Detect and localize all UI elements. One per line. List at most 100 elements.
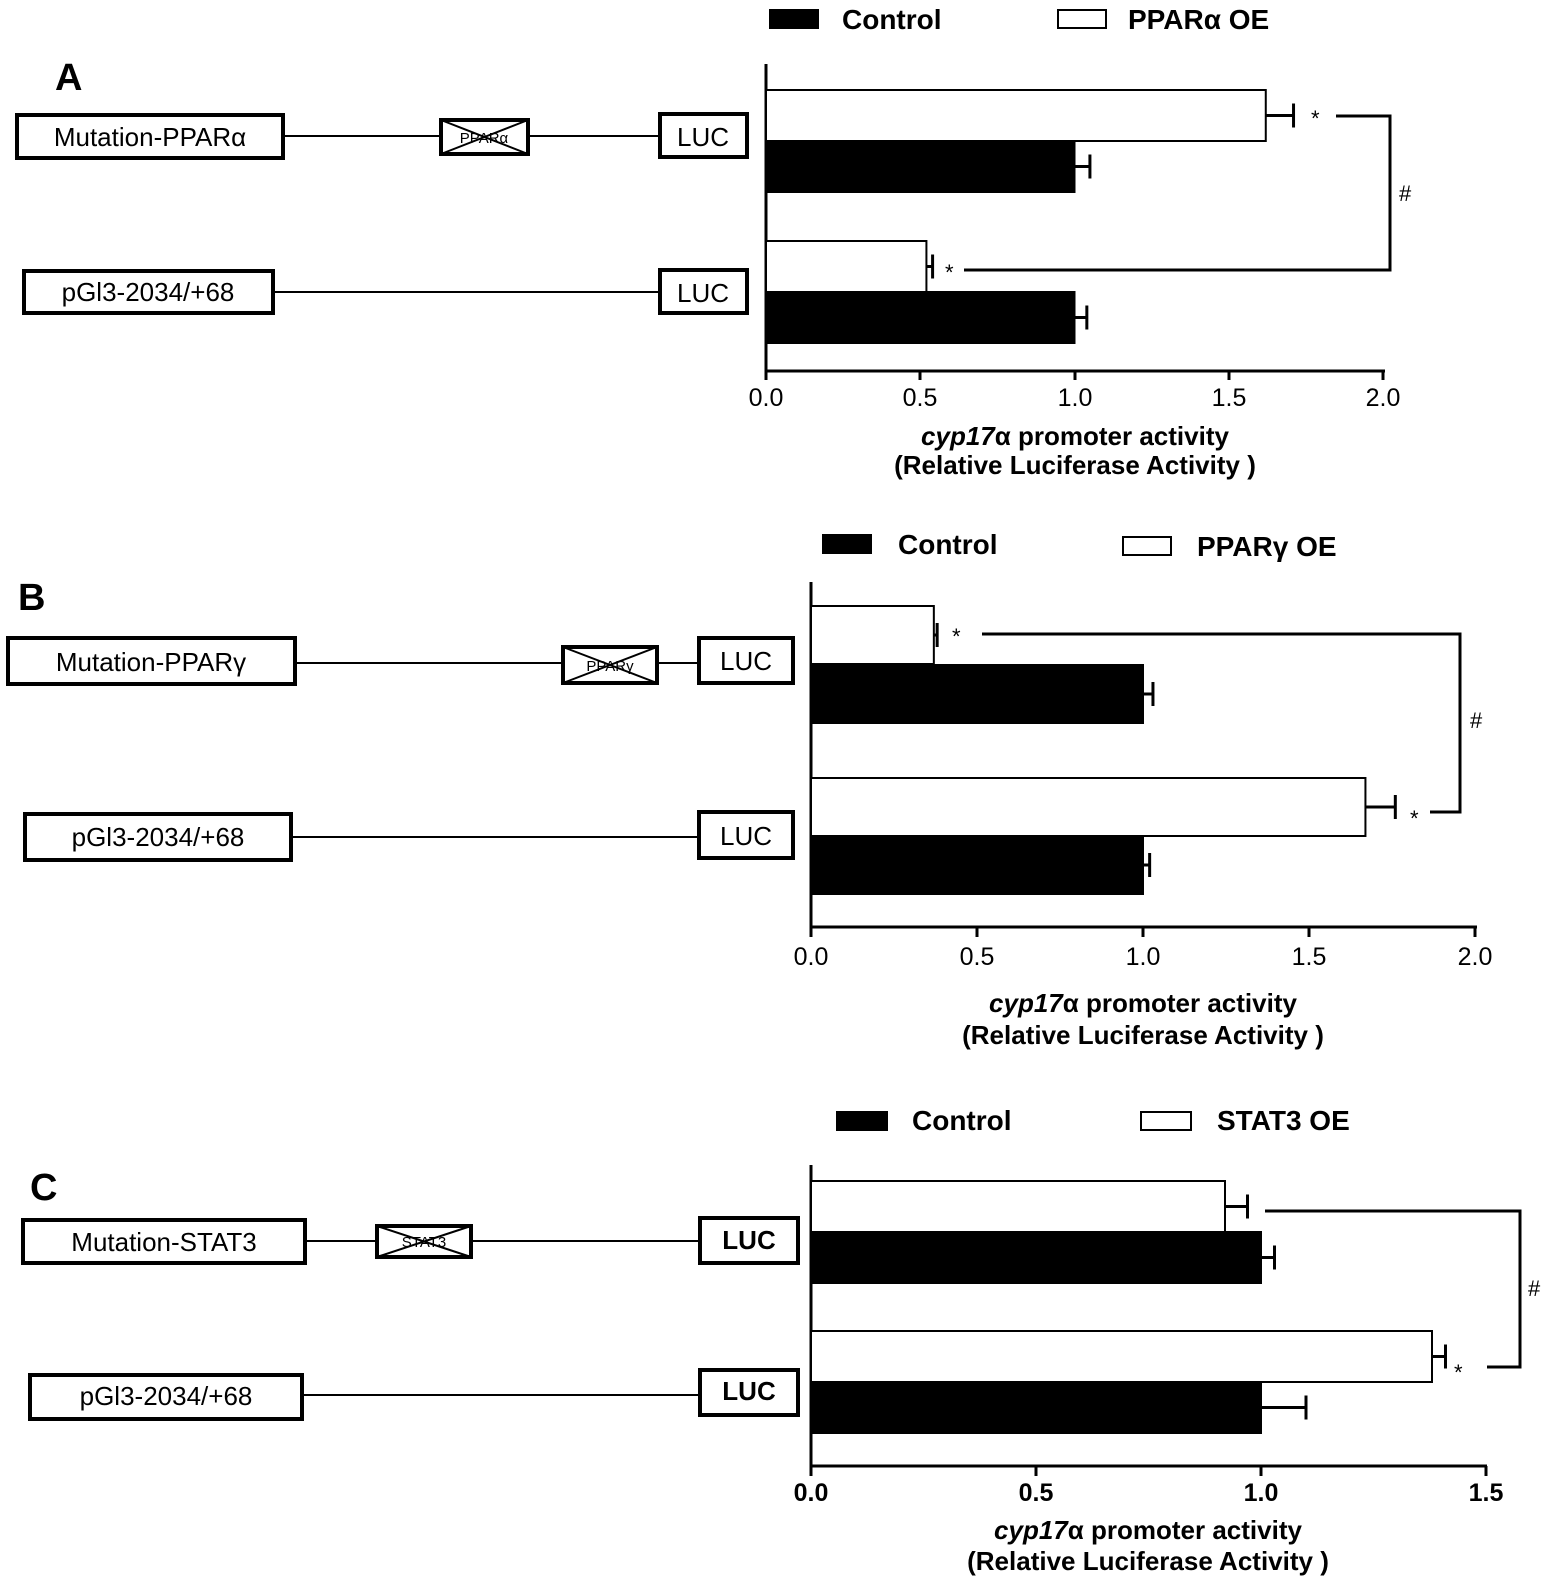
panel-b: B Control PPARγ OE Mutation-PPARγ PPARγ … bbox=[6, 529, 1493, 1050]
bar-oe bbox=[810, 777, 1367, 837]
luc-box bbox=[658, 112, 749, 159]
legend-swatch-control bbox=[822, 534, 872, 554]
x-axis-title-line2: (Relative Luciferase Activity ) bbox=[967, 1546, 1329, 1576]
panel-c: C Control STAT3 OE Mutation-STAT3 STAT3 … bbox=[21, 1105, 1541, 1576]
x-axis-title-rest: α promoter activity bbox=[1063, 988, 1298, 1018]
significance-star: * bbox=[1454, 1360, 1463, 1385]
construct-name-label: Mutation-PPARα bbox=[54, 122, 246, 152]
construct-wildtype: pGl3-2034/+68 LUC bbox=[28, 1368, 800, 1421]
construct-mutation: Mutation-PPARα PPARα LUC bbox=[15, 112, 749, 160]
bar-control bbox=[765, 291, 1076, 344]
x-axis-title-italic: cyp17 bbox=[989, 988, 1064, 1018]
legend-swatch-oe bbox=[1122, 536, 1172, 556]
x-tick-label: 0.5 bbox=[960, 943, 995, 971]
bar-control bbox=[810, 1231, 1262, 1284]
bar-oe bbox=[810, 1330, 1433, 1383]
bar-chart-a: 0.0 0.5 1.0 1.5 2.0 cyp17α promoter acti… bbox=[749, 64, 1412, 480]
construct-name-label: pGl3-2034/+68 bbox=[80, 1381, 253, 1411]
x-axis-title-italic: cyp17 bbox=[921, 421, 996, 451]
x-tick-label: 0.5 bbox=[1019, 1479, 1054, 1507]
luc-box bbox=[697, 636, 795, 685]
bar-oe bbox=[765, 89, 1267, 142]
luc-box bbox=[698, 1368, 800, 1417]
luc-label: LUC bbox=[677, 278, 729, 308]
luc-label: LUC bbox=[720, 646, 772, 676]
x-tick-label: 1.5 bbox=[1292, 943, 1327, 971]
bar-chart-c: 0.0 0.5 1.0 1.5 cyp17α promoter activity… bbox=[794, 1165, 1541, 1576]
x-tick-label: 0.0 bbox=[794, 943, 829, 971]
luc-box bbox=[658, 268, 749, 315]
bar-control bbox=[810, 835, 1144, 895]
significance-bracket bbox=[964, 114, 1392, 272]
legend-label-oe: PPARγ OE bbox=[1197, 531, 1337, 562]
x-tick-label: 1.0 bbox=[1126, 943, 1161, 971]
significance-hash: # bbox=[1528, 1276, 1541, 1301]
bar-oe bbox=[810, 1180, 1226, 1233]
construct-wildtype: pGl3-2034/+68 LUC bbox=[23, 810, 795, 862]
x-axis-title: cyp17α promoter activity bbox=[921, 421, 1229, 451]
legend-label-oe: PPARα OE bbox=[1128, 4, 1269, 35]
bar-control bbox=[810, 664, 1144, 724]
mutation-cross-line bbox=[562, 646, 658, 684]
construct-mutation: Mutation-PPARγ PPARγ LUC bbox=[6, 636, 795, 686]
construct-name-box bbox=[23, 812, 293, 862]
construct-name-box bbox=[15, 113, 285, 160]
luc-label: LUC bbox=[722, 1376, 776, 1406]
x-tick-label: 2.0 bbox=[1366, 384, 1401, 412]
x-axis-title-italic: cyp17 bbox=[994, 1515, 1069, 1545]
legend-label-control: Control bbox=[912, 1105, 1012, 1136]
construct-wildtype: pGl3-2034/+68 LUC bbox=[22, 268, 749, 315]
legend-swatch-control bbox=[836, 1111, 888, 1131]
mutation-cross-line bbox=[440, 119, 529, 155]
x-axis-title: cyp17α promoter activity bbox=[994, 1515, 1302, 1545]
panel-letter-a: A bbox=[55, 57, 82, 99]
construct-name-label: pGl3-2034/+68 bbox=[72, 822, 245, 852]
x-axis-title: cyp17α promoter activity bbox=[989, 988, 1297, 1018]
construct-name-label: Mutation-STAT3 bbox=[71, 1227, 256, 1257]
bar-oe bbox=[810, 605, 935, 665]
x-tick-label: 1.5 bbox=[1212, 384, 1247, 412]
construct-mutation: Mutation-STAT3 STAT3 LUC bbox=[21, 1216, 800, 1265]
bar-chart-b: 0.0 0.5 1.0 1.5 2.0 cyp17α promoter acti… bbox=[794, 582, 1493, 1050]
legend-label-control: Control bbox=[842, 4, 942, 35]
mutation-cross-line bbox=[376, 1225, 472, 1258]
x-axis-title-rest: α promoter activity bbox=[995, 421, 1230, 451]
bar-control bbox=[810, 1381, 1262, 1434]
legend-swatch-oe bbox=[1057, 9, 1107, 29]
panel-letter-c: C bbox=[30, 1167, 57, 1209]
mutated-site-label: PPARγ bbox=[586, 658, 634, 675]
legend-swatch-oe bbox=[1140, 1111, 1192, 1131]
luc-label: LUC bbox=[720, 821, 772, 851]
luc-label: LUC bbox=[677, 122, 729, 152]
luc-box bbox=[698, 1216, 800, 1265]
significance-star: * bbox=[945, 260, 954, 285]
x-tick-label: 0.5 bbox=[903, 384, 938, 412]
panel-letter-b: B bbox=[18, 577, 45, 619]
legend-label-oe: STAT3 OE bbox=[1217, 1105, 1350, 1136]
significance-bracket bbox=[982, 632, 1462, 814]
significance-star: * bbox=[1311, 106, 1320, 131]
x-axis-title-rest: α promoter activity bbox=[1068, 1515, 1303, 1545]
x-axis-title-line2: (Relative Luciferase Activity ) bbox=[962, 1020, 1324, 1050]
bar-control bbox=[765, 140, 1076, 193]
significance-bracket bbox=[1265, 1209, 1522, 1369]
legend-label-control: Control bbox=[898, 529, 998, 560]
x-tick-label: 1.5 bbox=[1469, 1479, 1504, 1507]
significance-hash: # bbox=[1470, 708, 1483, 733]
x-axis-title-line2: (Relative Luciferase Activity ) bbox=[894, 450, 1256, 480]
luc-box bbox=[697, 810, 795, 860]
significance-star: * bbox=[952, 624, 961, 649]
significance-hash: # bbox=[1399, 181, 1412, 206]
luc-label: LUC bbox=[722, 1225, 776, 1255]
construct-name-label: Mutation-PPARγ bbox=[56, 647, 246, 677]
x-tick-label: 1.0 bbox=[1058, 384, 1093, 412]
x-tick-label: 2.0 bbox=[1458, 943, 1493, 971]
significance-star: * bbox=[1410, 806, 1419, 831]
panel-a: A Control PPARα OE Mutation-PPARα PPARα … bbox=[15, 4, 1412, 480]
x-tick-label: 0.0 bbox=[749, 384, 784, 412]
legend-swatch-control bbox=[769, 9, 819, 29]
construct-name-box bbox=[22, 269, 275, 315]
x-tick-label: 0.0 bbox=[794, 1479, 829, 1507]
construct-name-label: pGl3-2034/+68 bbox=[62, 277, 235, 307]
